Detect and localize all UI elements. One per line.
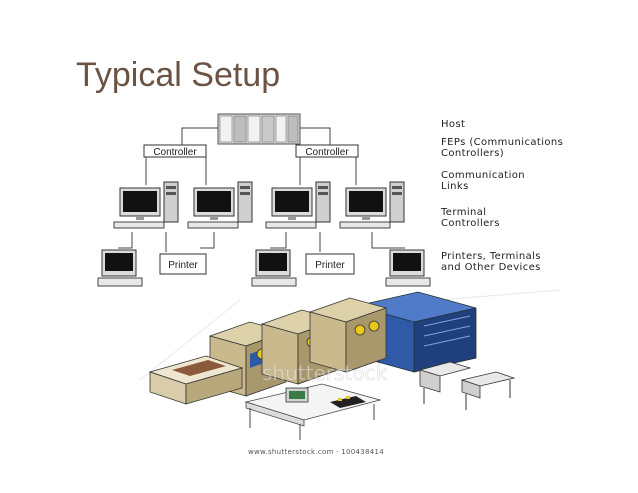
legend-links: Communication Links	[441, 170, 526, 192]
controller-box-2: Controller	[295, 144, 359, 158]
printer-label-2: Printer	[315, 260, 345, 271]
watermark-caption: www.shutterstock.com · 100438414	[248, 448, 384, 456]
connection-lines	[118, 127, 405, 252]
printer-label-1: Printer	[168, 260, 198, 271]
mainframe-illustration: shutterstock	[139, 289, 561, 440]
host-computer-icon	[217, 113, 301, 145]
tape-drive-cabinet-icon-3	[308, 297, 388, 373]
device-terminal-icon-2	[251, 249, 297, 287]
terminal-workstation-icon-3	[265, 181, 331, 229]
device-terminal-icon-3	[385, 249, 431, 287]
right-terminals-icon	[418, 361, 516, 410]
terminal-workstation-icon-2	[187, 181, 253, 229]
operator-desk-icon	[244, 383, 382, 440]
controller-label-2: Controller	[305, 147, 349, 158]
printer-box-2: Printer	[305, 253, 355, 275]
terminal-workstation-icon-1	[113, 181, 179, 229]
watermark-brand: shutterstock	[262, 361, 387, 385]
device-terminal-icon-1	[97, 249, 143, 287]
line-printer-icon	[148, 355, 244, 405]
slide-title: Typical Setup	[76, 56, 281, 94]
controller-box-1: Controller	[143, 144, 207, 158]
legend-host: Host	[441, 119, 466, 130]
printer-box-1: Printer	[159, 253, 207, 275]
controller-label-1: Controller	[153, 147, 197, 158]
legend-feps: FEPs (Communications Controllers)	[441, 137, 564, 159]
terminal-workstation-icon-4	[339, 181, 405, 229]
legend-terminal-controllers: Terminal Controllers	[441, 207, 500, 229]
legend-devices: Printers, Terminals and Other Devices	[441, 251, 541, 273]
